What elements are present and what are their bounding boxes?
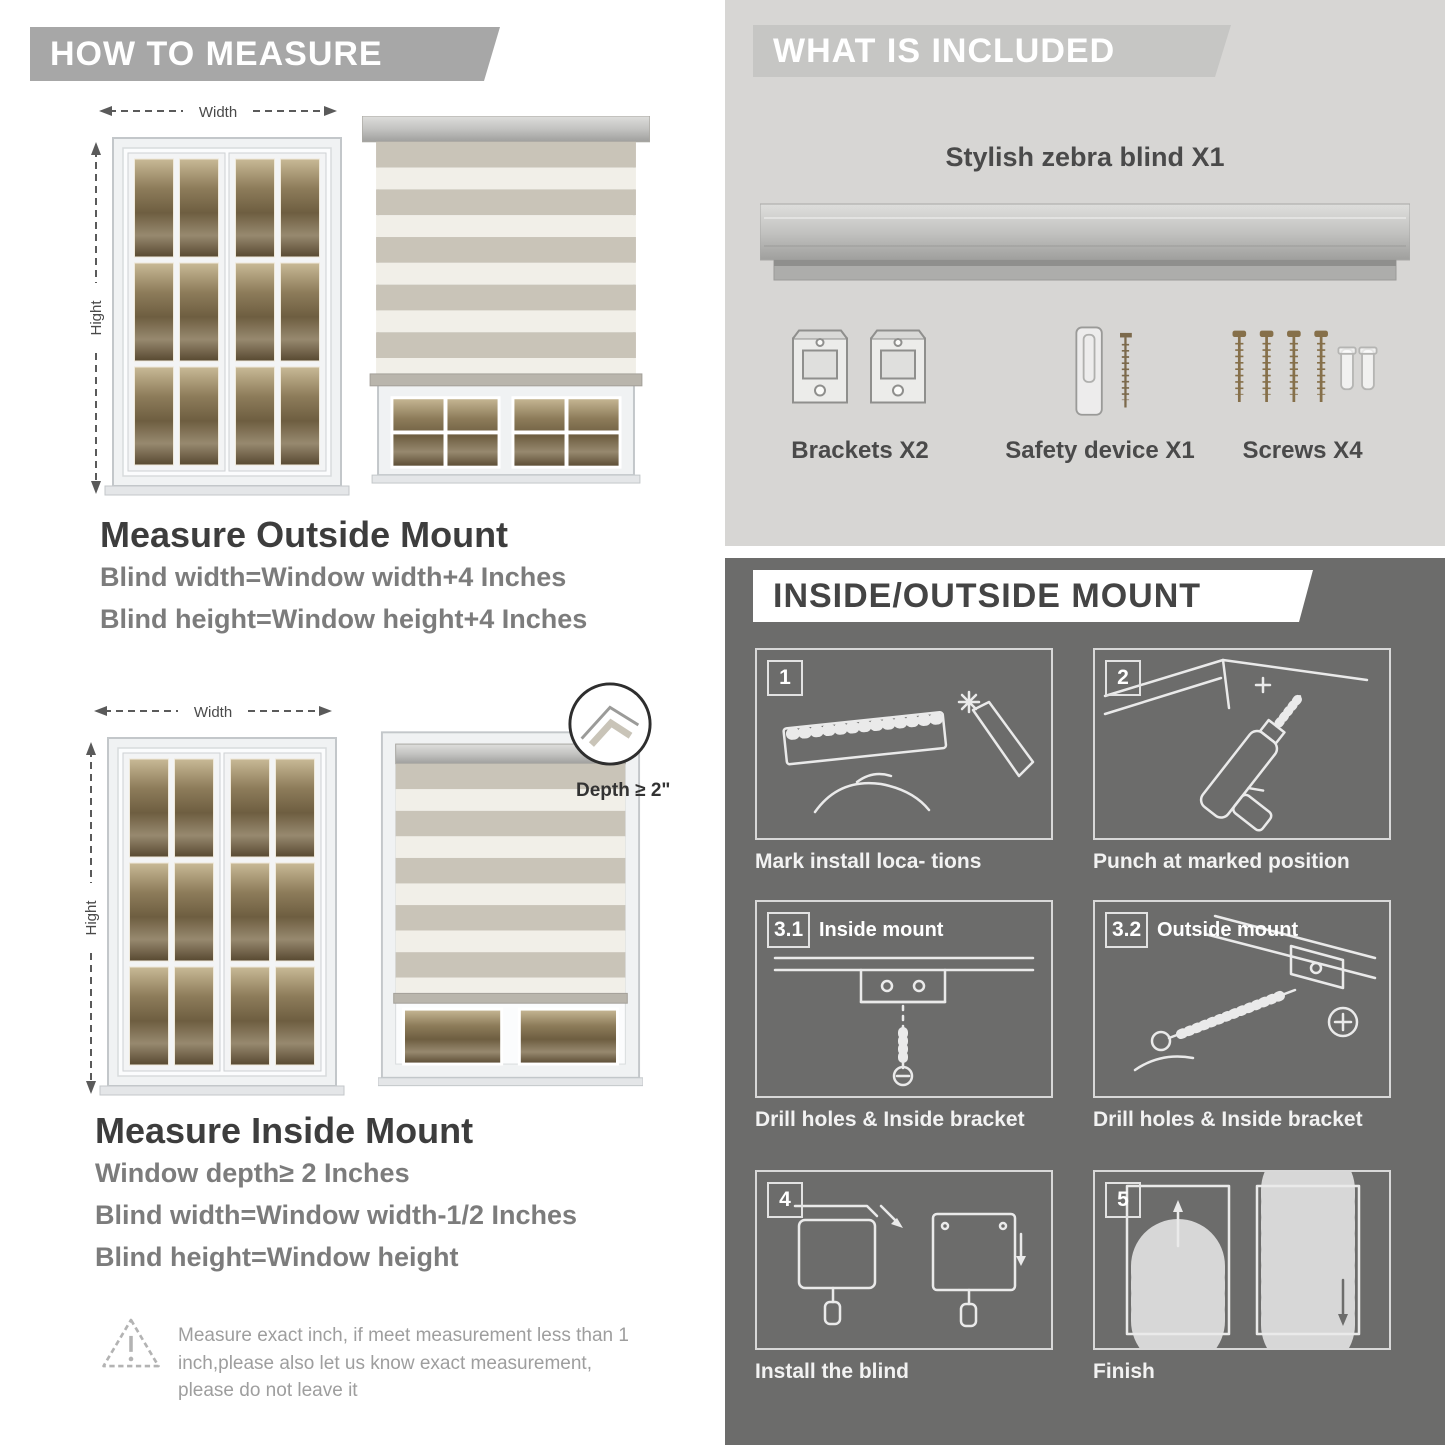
brackets-icon [792, 329, 926, 404]
depth-label: Depth ≥ 2" [576, 780, 671, 801]
width-label: Width [199, 104, 237, 121]
pack-item-screws: Screws X4 [1195, 322, 1410, 502]
how-to-measure-header: HOW TO MEASURE [30, 27, 500, 81]
depth-magnifier-icon [568, 682, 652, 766]
step-2-caption: Punch at marked position [1093, 850, 1350, 873]
inside-rule-depth: Window depth≥ 2 Inches [95, 1158, 410, 1188]
inside-rule-width: Blind width=Window width-1/2 Inches [95, 1200, 578, 1230]
how-to-measure-section: HOW TO MEASURE Width Hight [0, 0, 705, 1445]
safety-device-label: Safety device X1 [1005, 437, 1195, 464]
width-label: Width [194, 704, 232, 721]
warning-triangle-icon [100, 1314, 162, 1377]
right-column: WHAT IS INCLUDED Stylish zebra blind X1 [725, 0, 1445, 1445]
step-2-panel: 2 [1093, 648, 1391, 840]
step-3-1-panel: 3.1 Inside mount [755, 900, 1053, 1098]
drill-punch-illustration [1103, 658, 1369, 832]
outside-rule-height: Blind height=Window height+4 Inches [100, 604, 588, 634]
step-3-1-number: 3.1 [767, 912, 811, 948]
height-label: Hight [88, 300, 105, 336]
what-is-included-header: WHAT IS INCLUDED [753, 25, 1231, 77]
zebra-blind-label: Stylish zebra blind X1 [945, 142, 1225, 172]
step-1-panel: 1 [755, 648, 1053, 840]
inside-rule-height: Blind height=Window height [95, 1242, 459, 1272]
step-3-1-caption: Drill holes & Inside bracket [755, 1108, 1025, 1131]
step-3-2-caption: Drill holes & Inside bracket [1093, 1108, 1363, 1131]
mark-location-illustration [782, 690, 1035, 814]
height-label: Hight [83, 900, 100, 936]
outside-mount-title: Measure Outside Mount [100, 514, 509, 555]
outside-bracket-illustration [1133, 914, 1377, 1072]
measure-note: Measure exact inch, if meet measurement … [178, 1325, 629, 1402]
screws-label: Screws X4 [1242, 437, 1363, 464]
step-5-panel: 5 [1093, 1170, 1391, 1350]
inside-bracket-illustration [773, 956, 1035, 1087]
pack-item-safety-device: Safety device X1 [990, 322, 1210, 502]
pack-item-brackets: Brackets X2 [760, 322, 960, 502]
mount-guide-header: INSIDE/OUTSIDE MOUNT [753, 570, 1313, 622]
step-3-1-label: Inside mount [819, 919, 944, 941]
mount-guide-section: INSIDE/OUTSIDE MOUNT 1 [725, 558, 1445, 1445]
step-3-2-number: 3.2 [1105, 912, 1149, 948]
what-is-included-section: WHAT IS INCLUDED Stylish zebra blind X1 [725, 0, 1445, 546]
zebra-blind-inside-illustration [378, 731, 643, 1087]
step-4-panel: 4 [755, 1170, 1053, 1350]
step-5-caption: Finish [1093, 1360, 1155, 1383]
step-3-2-panel: 3.2 Outside mount [1093, 900, 1391, 1098]
step-1-number: 1 [767, 660, 803, 696]
step-2-number: 2 [1105, 660, 1141, 696]
window-inside-illustration: Width Hight [83, 704, 345, 1096]
outside-rule-width: Blind width=Window width+4 Inches [100, 562, 567, 592]
step-4-number: 4 [767, 1182, 803, 1218]
install-blind-illustration [793, 1204, 1026, 1328]
brackets-label: Brackets X2 [791, 437, 929, 464]
window-outside-illustration: Width Hight [88, 104, 350, 496]
headrail-illustration [760, 203, 1410, 281]
inside-mount-title: Measure Inside Mount [95, 1110, 474, 1151]
step-4-caption: Install the blind [755, 1360, 910, 1383]
step-1-caption: Mark install loca- tions [755, 850, 982, 873]
step-5-number: 5 [1105, 1182, 1141, 1218]
zebra-blind-outside-illustration [362, 116, 650, 484]
finish-illustration [1125, 1172, 1361, 1348]
safety-device-icon [1075, 326, 1132, 416]
step-3-2-label: Outside mount [1157, 919, 1299, 941]
screws-icon [1232, 330, 1378, 402]
